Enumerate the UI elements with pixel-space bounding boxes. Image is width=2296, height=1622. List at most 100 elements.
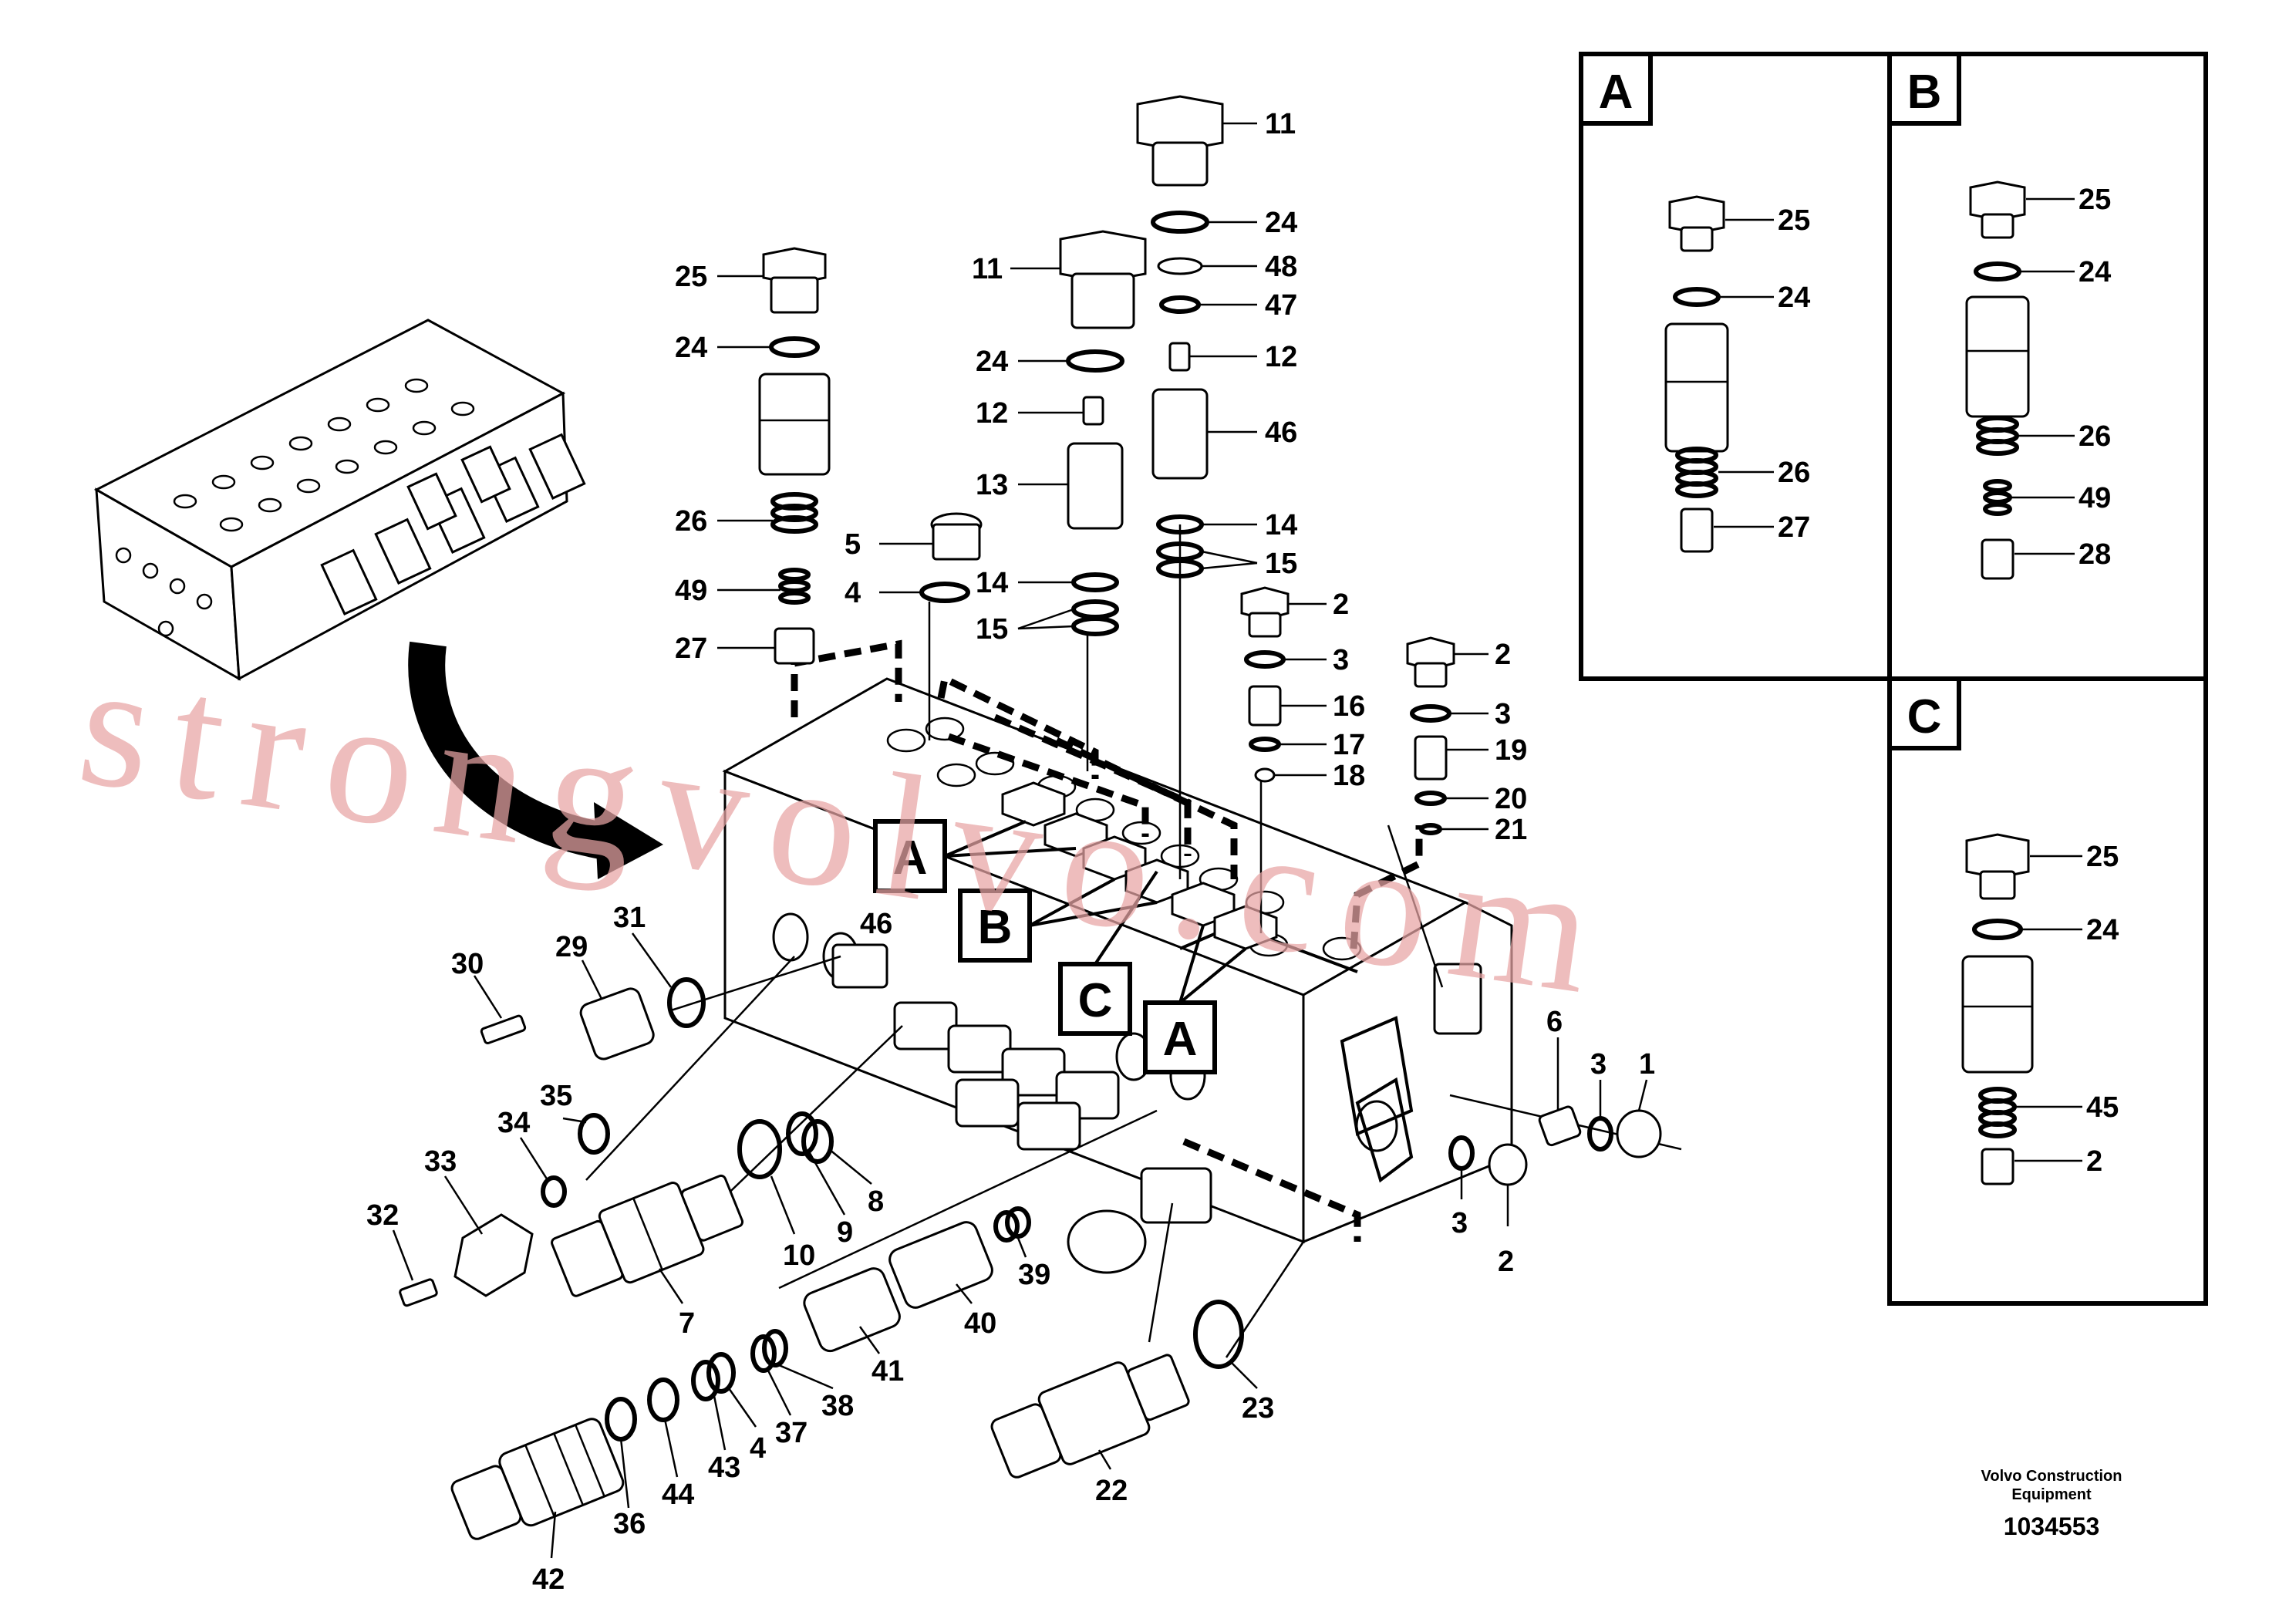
label-31: 31 bbox=[613, 902, 646, 934]
part-labels: 25 24 26 49 27 5 4 11 24 12 13 14 15 11 … bbox=[366, 108, 1655, 1596]
label-4-lower: 4 bbox=[750, 1432, 766, 1465]
label-33: 33 bbox=[424, 1145, 457, 1178]
label-16: 16 bbox=[1333, 690, 1365, 723]
label-29: 29 bbox=[555, 931, 588, 963]
plug-16-stack bbox=[1240, 586, 1290, 783]
label-41: 41 bbox=[872, 1355, 904, 1388]
label-3-right: 3 bbox=[1495, 698, 1511, 730]
label-7: 7 bbox=[679, 1307, 695, 1340]
box-c-label-25: 25 bbox=[2086, 841, 2119, 873]
caption-brand-line2: Equipment bbox=[2011, 1486, 2092, 1503]
left-side-parts bbox=[399, 977, 834, 1307]
caption-brand-line1: Volvo Construction bbox=[1981, 1468, 2122, 1485]
box-b-label-24: 24 bbox=[2079, 256, 2111, 288]
label-18: 18 bbox=[1333, 760, 1365, 792]
label-36: 36 bbox=[613, 1508, 646, 1540]
label-4-upper: 4 bbox=[845, 577, 861, 609]
label-35: 35 bbox=[540, 1080, 572, 1112]
box-a-label-25: 25 bbox=[1778, 204, 1810, 237]
box-a-label-26: 26 bbox=[1778, 457, 1810, 489]
label-24-left: 24 bbox=[675, 332, 707, 364]
callout-a-second: A bbox=[1163, 1013, 1198, 1066]
box-b-label-26: 26 bbox=[2079, 420, 2111, 453]
label-37: 37 bbox=[775, 1417, 807, 1449]
label-25: 25 bbox=[675, 261, 707, 293]
label-2-lower: 2 bbox=[1498, 1246, 1514, 1278]
detail-box-a: A bbox=[1579, 52, 1892, 681]
label-6: 6 bbox=[1546, 1006, 1563, 1038]
label-15-right: 15 bbox=[1265, 548, 1297, 580]
label-15-middle: 15 bbox=[976, 613, 1008, 646]
label-14-right: 14 bbox=[1265, 509, 1297, 541]
label-22: 22 bbox=[1095, 1475, 1128, 1507]
detail-box-c: C bbox=[1887, 676, 2208, 1306]
box-b-label-28: 28 bbox=[2079, 538, 2111, 571]
label-43: 43 bbox=[708, 1452, 740, 1484]
callout-c: C bbox=[1078, 974, 1113, 1027]
overview-valve-block bbox=[93, 319, 586, 681]
detail-box-a-letter: A bbox=[1599, 66, 1633, 119]
label-24-right: 24 bbox=[1265, 207, 1297, 239]
left-plug-stack bbox=[758, 247, 831, 665]
curved-arrow-icon bbox=[408, 641, 663, 879]
label-14-middle: 14 bbox=[976, 567, 1008, 599]
box-c-label-45: 45 bbox=[2086, 1091, 2119, 1124]
label-21: 21 bbox=[1495, 814, 1527, 846]
label-24-middle: 24 bbox=[976, 346, 1008, 378]
label-48: 48 bbox=[1265, 251, 1297, 283]
label-38: 38 bbox=[821, 1390, 854, 1422]
right-plug-stack bbox=[1136, 95, 1224, 578]
label-39: 39 bbox=[1018, 1259, 1050, 1291]
detail-box-b: B bbox=[1887, 52, 2208, 681]
label-1: 1 bbox=[1639, 1048, 1655, 1081]
box-c-label-2: 2 bbox=[2086, 1145, 2102, 1178]
callout-boxes: A B C A bbox=[873, 819, 1247, 1074]
label-42: 42 bbox=[532, 1563, 565, 1596]
label-46-upper: 46 bbox=[1265, 416, 1297, 449]
label-46-lower: 46 bbox=[860, 908, 892, 940]
box-a-label-27: 27 bbox=[1778, 511, 1810, 544]
callout-b: B bbox=[978, 901, 1013, 954]
detail-box-c-letter: C bbox=[1907, 690, 1942, 744]
box-a-label-24: 24 bbox=[1778, 282, 1810, 314]
detail-box-labels: 25 24 26 27 25 24 26 49 28 25 24 45 2 bbox=[1714, 184, 2119, 1178]
label-32: 32 bbox=[366, 1199, 399, 1232]
label-13: 13 bbox=[976, 469, 1008, 501]
label-30: 30 bbox=[451, 948, 484, 980]
label-11-middle: 11 bbox=[972, 253, 1003, 285]
label-44: 44 bbox=[662, 1479, 694, 1511]
box-b-label-25: 25 bbox=[2079, 184, 2111, 216]
label-3-lower: 3 bbox=[1451, 1207, 1468, 1239]
label-8: 8 bbox=[868, 1185, 884, 1218]
label-20: 20 bbox=[1495, 783, 1527, 815]
label-9: 9 bbox=[837, 1216, 853, 1249]
label-12-right: 12 bbox=[1265, 341, 1297, 373]
plug-19-stack bbox=[1406, 636, 1455, 835]
middle-plug-stack bbox=[1059, 230, 1147, 636]
label-10: 10 bbox=[783, 1239, 815, 1272]
main-valve-body bbox=[722, 677, 1513, 1274]
label-47: 47 bbox=[1265, 289, 1297, 322]
callout-a: A bbox=[893, 831, 928, 885]
label-26: 26 bbox=[675, 505, 707, 538]
label-49: 49 bbox=[675, 575, 707, 607]
label-34: 34 bbox=[497, 1107, 530, 1139]
label-5: 5 bbox=[845, 528, 861, 561]
box-c-label-24: 24 bbox=[2086, 914, 2119, 946]
caption-drawing-number: 1034553 bbox=[2004, 1512, 2100, 1540]
label-17: 17 bbox=[1333, 729, 1365, 761]
label-11-right: 11 bbox=[1265, 108, 1296, 140]
label-3-upper: 3 bbox=[1333, 644, 1349, 676]
box-b-label-49: 49 bbox=[2079, 482, 2111, 514]
label-23: 23 bbox=[1242, 1392, 1274, 1425]
label-19: 19 bbox=[1495, 734, 1527, 767]
label-27: 27 bbox=[675, 632, 707, 665]
label-2-upper: 2 bbox=[1333, 588, 1349, 621]
plug-5-stack bbox=[919, 512, 983, 603]
label-2-right: 2 bbox=[1495, 639, 1511, 671]
label-40: 40 bbox=[964, 1307, 996, 1340]
label-3-right-side: 3 bbox=[1590, 1048, 1607, 1081]
detail-box-b-letter: B bbox=[1907, 66, 1942, 119]
drawing-caption: Volvo Construction Equipment 1034553 bbox=[1981, 1468, 2122, 1540]
